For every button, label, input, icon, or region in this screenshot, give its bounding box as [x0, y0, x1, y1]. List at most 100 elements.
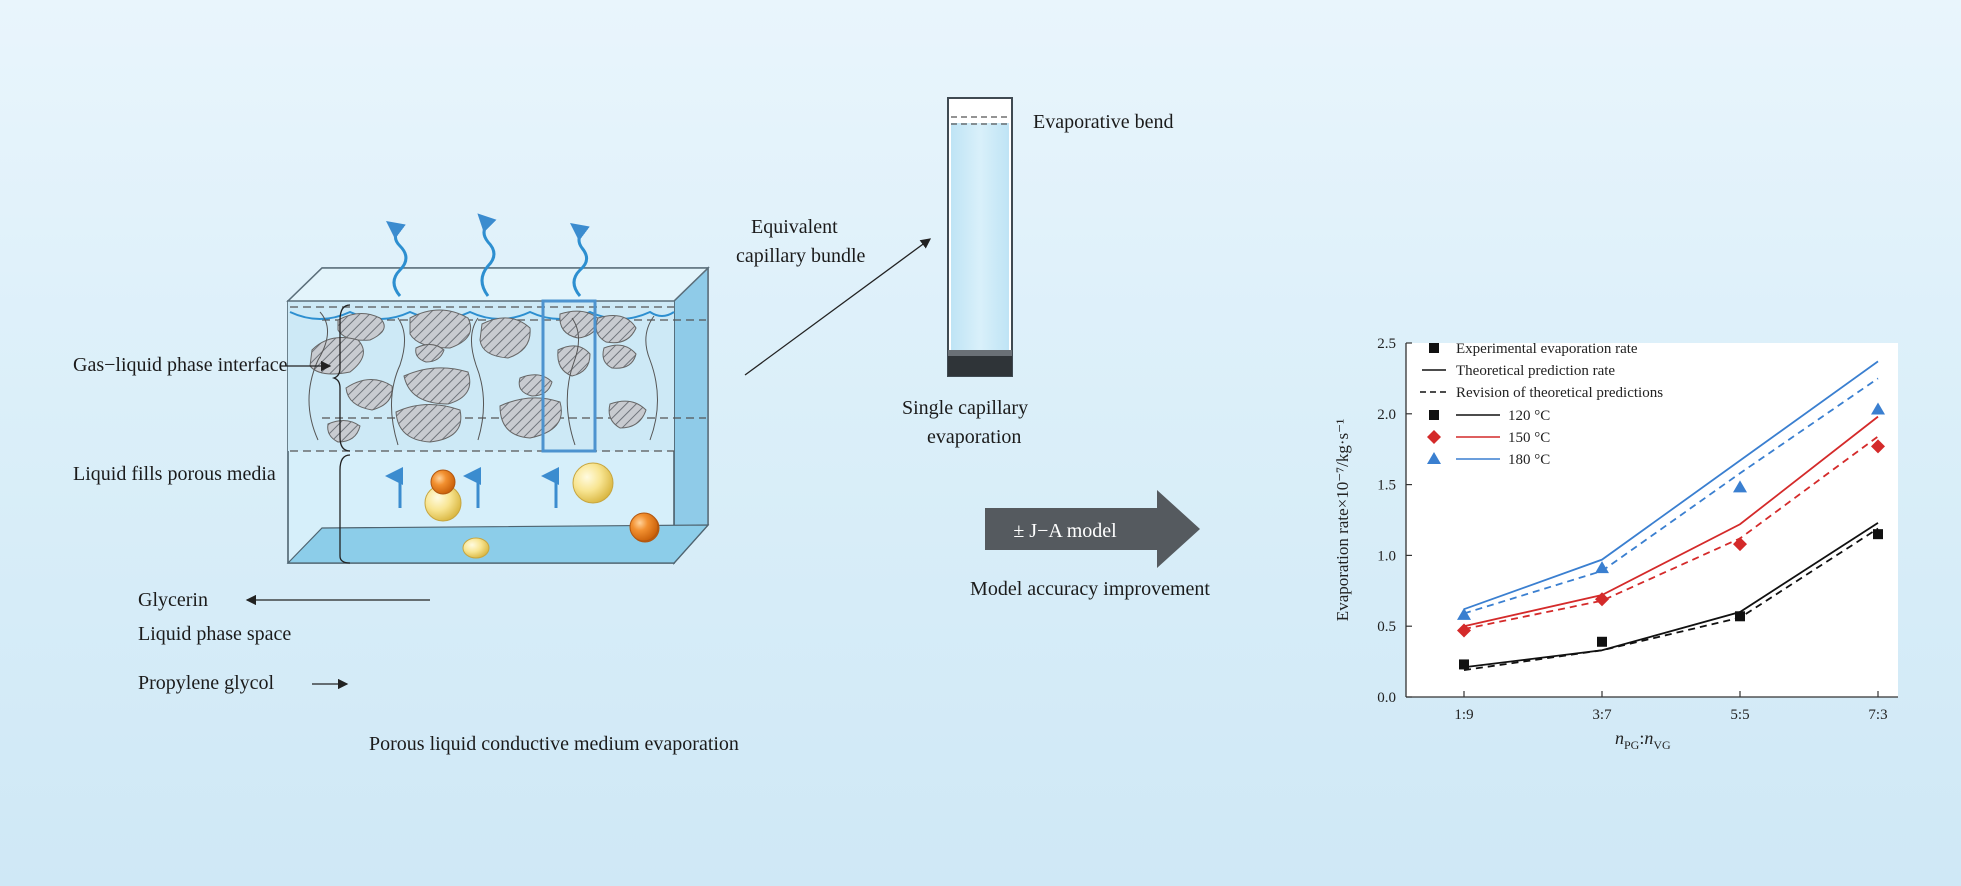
x-label-sep: :: [1639, 728, 1644, 748]
pore: [559, 310, 601, 339]
data-point-square: [1459, 659, 1469, 670]
pore: [395, 403, 462, 443]
tank-bottom-liquid: [286, 524, 710, 564]
bracket-porous: [331, 304, 351, 452]
x-label-n1: n: [1615, 728, 1624, 748]
revised-line: [1463, 435, 1879, 630]
data-point-square: [1735, 611, 1745, 622]
caption-left: Porous liquid conductive medium evaporat…: [369, 733, 739, 755]
label-single-line1: Single capillary: [902, 397, 1028, 419]
y-tick-label: 1.5: [1377, 478, 1396, 494]
flow-line: [471, 317, 485, 441]
label-single-line2: evaporation: [927, 426, 1021, 448]
theoretical-line: [1463, 415, 1879, 628]
chart-series-markers: [1457, 402, 1885, 670]
legend-entry-text: Experimental evaporation rate: [1456, 341, 1638, 357]
label-liquid-fills: Liquid fills porous media: [73, 463, 276, 485]
pore: [415, 344, 445, 363]
x-tick-label: 5:5: [1730, 707, 1749, 723]
capillary-highlight: [541, 299, 597, 453]
data-point-triangle: [1871, 402, 1885, 415]
legend-entry-text: 150 °C: [1508, 430, 1550, 446]
model-arrow: ± J−A model: [985, 490, 1200, 568]
vapor-arrow: [477, 213, 497, 297]
vapor-arrow: [385, 221, 408, 297]
y-tick-label: 2.5: [1377, 336, 1396, 352]
data-point-diamond: [1427, 430, 1441, 444]
pore: [345, 379, 393, 411]
data-point-triangle: [1733, 480, 1747, 493]
pore: [409, 309, 472, 349]
pore: [479, 317, 531, 359]
equivalent-pointer: [744, 238, 932, 376]
data-point-square: [1429, 343, 1439, 353]
x-tick-label: 1:9: [1454, 707, 1473, 723]
chart-legend: Experimental evaporation rateTheoretical…: [1420, 341, 1663, 468]
x-label-sub2: VG: [1653, 738, 1671, 752]
label-evaporative-bend: Evaporative bend: [1033, 111, 1174, 133]
theoretical-line: [1463, 360, 1879, 611]
chart-y-label: Evaporation rate×10⁻⁷/kg·s⁻¹: [1333, 419, 1352, 621]
y-tick-label: 2.0: [1377, 407, 1396, 423]
propylene-glycol-molecule: [462, 537, 490, 559]
pore: [327, 420, 361, 443]
x-label-sub1: PG: [1624, 738, 1640, 752]
glycerin-molecule: [629, 512, 659, 542]
x-label-n2: n: [1644, 728, 1653, 748]
label-gas-liquid-interface: Gas−liquid phase interface: [73, 354, 288, 376]
legend-entry-text: Theoretical prediction rate: [1456, 363, 1615, 379]
x-tick-label: 7:3: [1868, 707, 1887, 723]
bracket-liquid: [339, 454, 351, 564]
data-point-square: [1873, 529, 1883, 540]
legend-entry-text: 120 °C: [1508, 408, 1550, 424]
propylene-glycol-molecule: [572, 462, 614, 504]
upflow-arrows: [385, 467, 559, 508]
data-point-diamond: [1733, 537, 1747, 552]
label-equivalent-line1: Equivalent: [751, 216, 838, 238]
tank-top-face: [286, 267, 710, 302]
model-arrow-shape: [985, 490, 1200, 568]
tube-base-ring: [948, 350, 1012, 356]
pore: [403, 367, 471, 405]
label-liquid-phase-space: Liquid phase space: [138, 623, 291, 645]
data-point-triangle: [1595, 561, 1609, 574]
x-tick-label: 3:7: [1592, 707, 1612, 723]
data-point-triangle: [1427, 452, 1441, 464]
data-point-triangle: [1457, 607, 1471, 620]
flow-line: [645, 315, 658, 441]
flow-line: [391, 317, 405, 446]
chart-plot-area: [1406, 343, 1898, 697]
vapor-arrows: [385, 213, 590, 297]
label-glycerin: Glycerin: [138, 589, 208, 611]
label-equivalent-line2: capillary bundle: [736, 245, 866, 267]
y-tick-label: 0.5: [1377, 619, 1396, 635]
model-arrow-label: ± J−A model: [1013, 520, 1117, 542]
chart-x-label: nPG:nVG: [1615, 728, 1671, 752]
y-tick-label: 0.0: [1377, 690, 1396, 706]
pore: [602, 344, 637, 369]
data-point-diamond: [1871, 439, 1885, 454]
tube-liquid: [951, 123, 1009, 354]
vapor-arrow: [569, 223, 590, 297]
legend-entry-text: 180 °C: [1508, 452, 1550, 468]
pore: [499, 397, 562, 439]
pore: [608, 400, 647, 429]
legend-entry-text: Revision of theoretical predictions: [1456, 385, 1663, 401]
tube-base: [948, 354, 1012, 376]
revised-line: [1463, 527, 1879, 671]
capillary-flow-lines: [308, 311, 658, 446]
pore: [337, 313, 385, 341]
flow-line: [308, 311, 328, 441]
tank-right-face: [673, 266, 709, 565]
pore: [595, 315, 637, 344]
glycerin-molecule: [430, 469, 456, 495]
data-point-square: [1429, 410, 1439, 420]
chart-series-lines: [1463, 360, 1879, 671]
porous-tank: [286, 213, 710, 565]
single-capillary-tube: [947, 97, 1013, 377]
data-point-diamond: [1595, 592, 1609, 607]
